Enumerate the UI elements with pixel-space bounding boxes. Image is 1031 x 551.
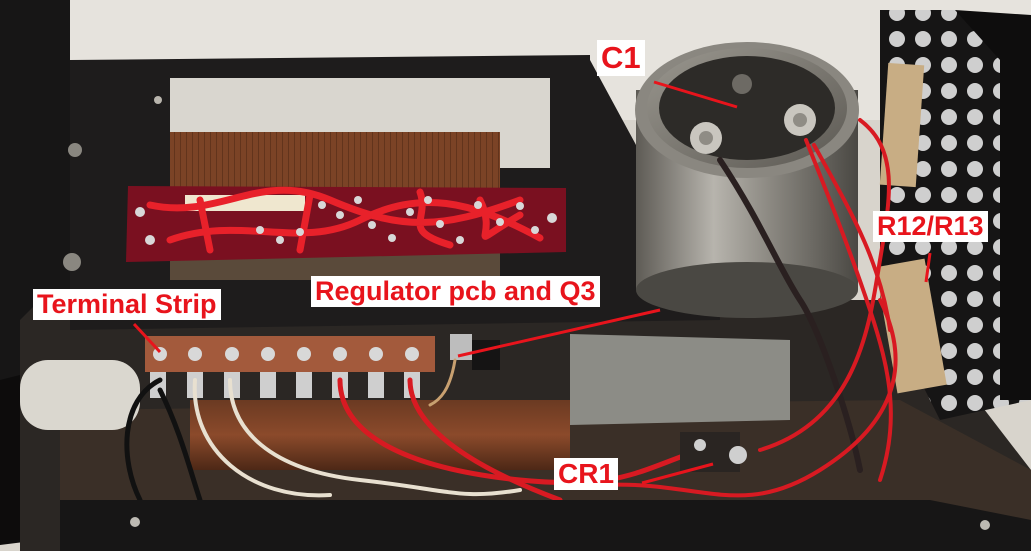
wiring [124, 118, 898, 503]
power-cord-grommet [20, 360, 140, 430]
regulator-pcb [126, 186, 566, 262]
transformer-winding [170, 132, 500, 190]
insulation-cover [570, 334, 790, 425]
label-cr1: CR1 [554, 458, 619, 491]
label-r12-r13: R12/R13 [873, 211, 988, 243]
label-terminal-strip: Terminal Strip [33, 289, 221, 321]
annotation-lines [132, 80, 932, 485]
resistor-r13 [875, 258, 947, 394]
label-c1: C1 [597, 40, 645, 76]
power-transformer [190, 400, 570, 470]
label-regulator-pcb: Regulator pcb and Q3 [311, 276, 600, 308]
resistor-r12 [879, 62, 925, 188]
capacitor-c1 [635, 42, 859, 318]
